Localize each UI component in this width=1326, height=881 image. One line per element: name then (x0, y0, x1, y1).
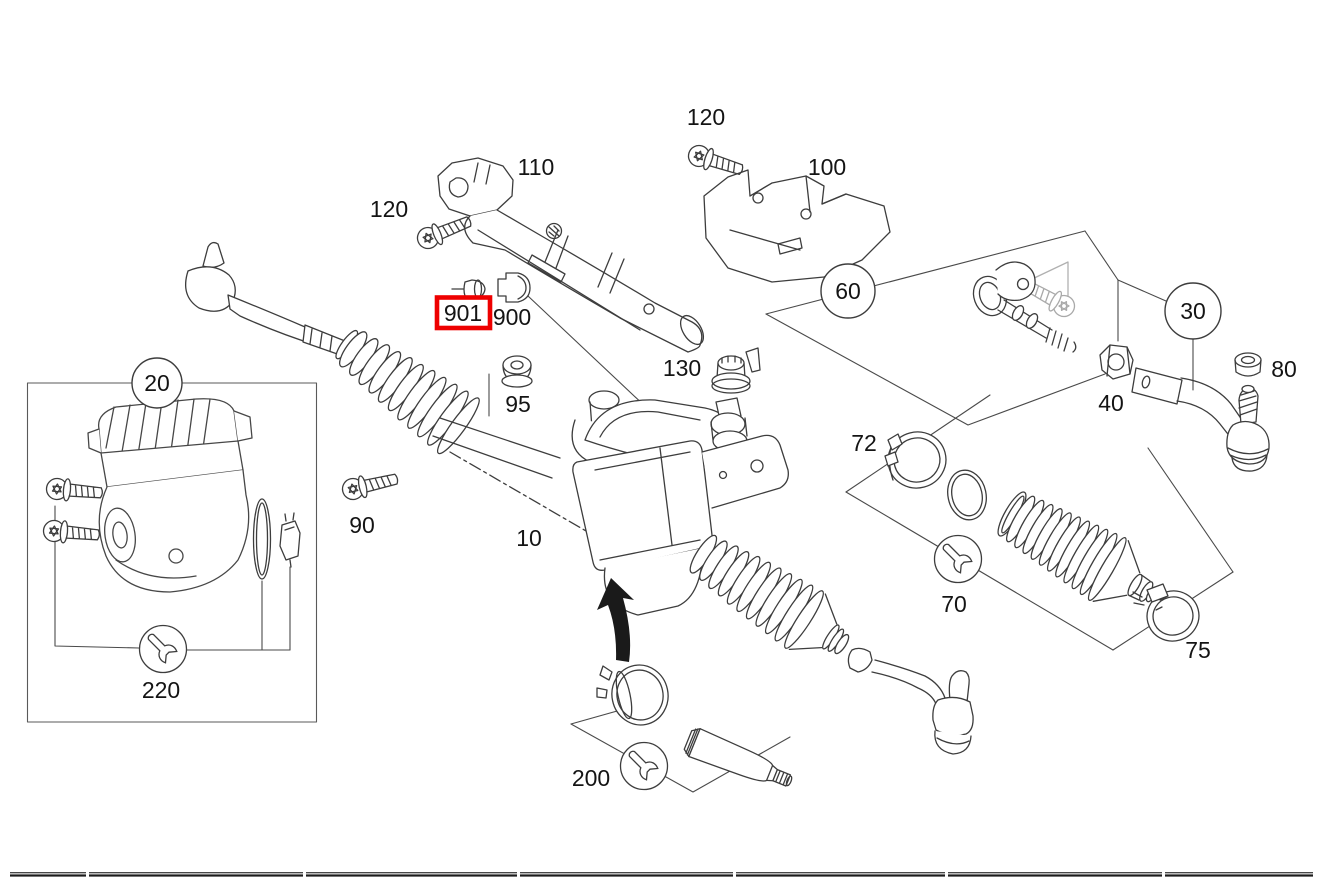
footer-rule (10, 872, 1313, 877)
part-label-900[interactable]: 900 (493, 304, 531, 330)
motor-screw-1 (44, 476, 104, 505)
balloon-group-20[interactable]: 20 (131, 357, 183, 409)
part-label-130[interactable]: 130 (663, 355, 701, 381)
footer-rule-segment (10, 872, 86, 877)
right-boot (689, 534, 850, 655)
part-label-40[interactable]: 40 (1098, 390, 1124, 416)
balloon-group-30[interactable]: 30 (1164, 282, 1222, 340)
footer-rule-segment (520, 872, 733, 877)
part-label-220[interactable]: 220 (142, 677, 180, 703)
part-labels: 120 110 120 100 900 95 130 10 90 40 80 7… (142, 104, 1297, 791)
part-label-100[interactable]: 100 (808, 154, 846, 180)
line-art-layer (26, 141, 1270, 793)
highlighted-part-901[interactable]: 901 (434, 295, 493, 331)
boot-kit-bellows-drawing (997, 491, 1158, 603)
boot-clamp-small-drawing (1132, 583, 1200, 642)
part-label-95[interactable]: 95 (505, 391, 531, 417)
outer-tie-rod-end-drawing (1131, 367, 1270, 472)
lock-nut-outer-drawing (1234, 352, 1262, 377)
footer-rule-segment (89, 872, 303, 877)
motor-connector-part (279, 512, 301, 568)
motor-o-ring (252, 498, 272, 580)
boot-clamp-large-drawing (884, 431, 947, 489)
part-label-120-top[interactable]: 120 (687, 104, 725, 130)
footer-rule-segment (948, 872, 1162, 877)
wrench-icon (619, 741, 669, 791)
kit-leader-lines (54, 505, 291, 651)
part-label-901[interactable]: 901 (444, 300, 482, 326)
motor-screw-2 (41, 518, 101, 547)
part-label-70[interactable]: 70 (941, 591, 967, 617)
bolt-lower-drawing (339, 467, 401, 503)
part-label-80[interactable]: 80 (1271, 356, 1297, 382)
part-label-90[interactable]: 90 (349, 512, 375, 538)
steering-gear-drawing (185, 241, 974, 755)
lock-ring-drawing (596, 664, 669, 726)
part-label-110[interactable]: 110 (518, 154, 555, 180)
footer-rule-segment (306, 872, 517, 877)
balloon-callouts: 20 60 30 (131, 263, 1222, 409)
part-label-75[interactable]: 75 (1185, 637, 1211, 663)
highlight-box[interactable] (434, 295, 493, 331)
balloon-20-label[interactable]: 20 (144, 370, 170, 396)
flange-nut-drawing (501, 355, 533, 388)
grease-tube-drawing (683, 728, 793, 787)
balloon-group-60[interactable]: 60 (820, 263, 876, 319)
footer-rule-segment (1165, 872, 1313, 877)
part-label-200[interactable]: 200 (572, 765, 610, 791)
install-direction-arrow-icon (597, 578, 634, 662)
footer-rule-segment (736, 872, 945, 877)
electric-motor-drawing (87, 398, 253, 593)
lock-nut-inner-drawing (1099, 344, 1134, 380)
balloon-60-label[interactable]: 60 (835, 278, 861, 304)
left-boot (335, 329, 480, 455)
part-label-10[interactable]: 10 (516, 525, 542, 551)
balloon-30-label[interactable]: 30 (1180, 298, 1206, 324)
heat-shield-lower-drawing (703, 169, 891, 283)
grommet-drawing (711, 347, 761, 394)
part-label-120-left[interactable]: 120 (370, 196, 408, 222)
wrench-icon (933, 534, 983, 584)
heat-shield-upper-drawing (437, 157, 705, 353)
part-label-72[interactable]: 72 (851, 430, 877, 456)
boot-o-ring-drawing (947, 469, 987, 521)
inner-tie-rod-drawing (972, 261, 1080, 353)
wrench-icon (138, 624, 188, 674)
